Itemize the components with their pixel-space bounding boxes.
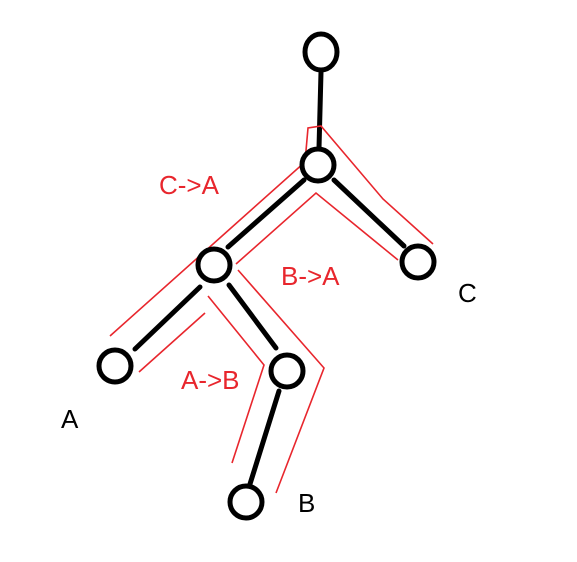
path-c-to-a-outline [109, 125, 434, 337]
node-root [302, 31, 340, 73]
label-path-c-to-a: C->A [159, 170, 220, 200]
path-outlines [109, 125, 434, 494]
path-a-to-b-outline [207, 295, 265, 464]
label-node-b: B [298, 488, 315, 518]
path-inner-a-outline [138, 312, 206, 373]
tree-edges [132, 69, 407, 487]
path-b-to-a-outline [235, 191, 399, 265]
node-b [227, 483, 265, 521]
node-mid [299, 146, 337, 184]
label-node-a: A [61, 404, 79, 434]
path-outer-b-outline [237, 269, 325, 494]
label-path-a-to-b: A->B [181, 365, 240, 395]
node-a [96, 347, 134, 385]
diagram-labels: A B C C->A B->A A->B [61, 170, 477, 518]
node-left [195, 246, 233, 284]
edge-left-a [132, 284, 203, 352]
node-c [399, 243, 437, 281]
edge-mid-left [225, 177, 307, 250]
edge-left-bparent [226, 282, 279, 351]
tree-nodes [96, 31, 437, 521]
edge-root-mid [316, 69, 324, 151]
node-b-parent [268, 352, 306, 390]
label-node-c: C [458, 278, 477, 308]
edge-mid-c [331, 177, 407, 249]
label-path-b-to-a: B->A [281, 261, 340, 291]
edge-bparent-b [247, 388, 282, 487]
